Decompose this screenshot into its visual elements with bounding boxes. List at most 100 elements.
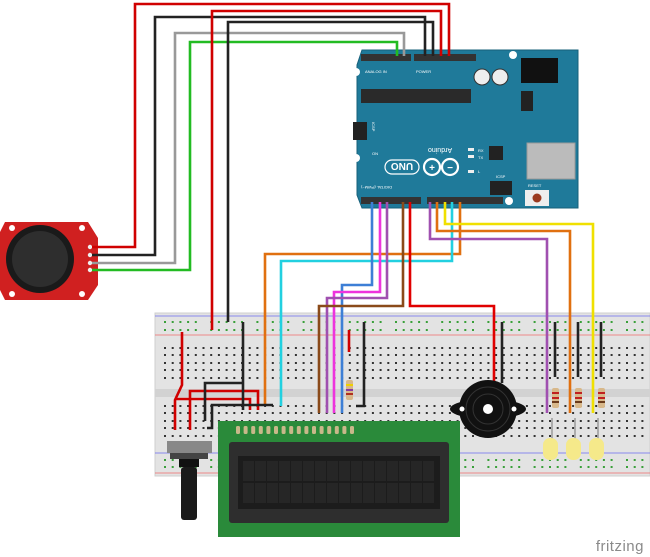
breadboard-hole xyxy=(194,405,197,407)
breadboard-hole xyxy=(456,347,459,349)
breadboard-hole xyxy=(487,377,490,379)
breadboard-hole xyxy=(525,369,528,371)
arduino-uno: ANALOG IN POWER ICSP ON RX TX L UNO + − … xyxy=(352,49,579,209)
breadboard-hole xyxy=(595,427,598,429)
breadboard-hole xyxy=(456,377,459,379)
digital-label: DIGITAL (PWM~) xyxy=(360,185,392,190)
breadboard-hole xyxy=(641,435,644,437)
breadboard-hole xyxy=(541,362,544,364)
breadboard-hole xyxy=(549,427,551,429)
breadboard-hole xyxy=(187,354,190,356)
breadboard-hole xyxy=(525,412,528,414)
lcd-cell xyxy=(387,461,398,481)
breadboard-hole xyxy=(602,354,605,356)
breadboard-hole xyxy=(549,329,551,331)
breadboard-hole xyxy=(402,362,405,364)
breadboard-hole xyxy=(194,321,197,323)
lcd-cell xyxy=(315,483,326,503)
breadboard-hole xyxy=(641,369,644,371)
breadboard-hole xyxy=(556,377,559,379)
breadboard-hole xyxy=(618,377,621,379)
breadboard-hole xyxy=(602,377,605,379)
breadboard-hole xyxy=(518,329,521,331)
breadboard-hole xyxy=(371,362,374,364)
breadboard-hole xyxy=(379,329,382,331)
wire-purple xyxy=(325,202,389,413)
breadboard-hole xyxy=(164,329,166,331)
breadboard-hole xyxy=(287,321,290,323)
breadboard-hole xyxy=(387,347,390,349)
breadboard-hole xyxy=(502,459,505,461)
breadboard-hole xyxy=(633,354,636,356)
breadboard-hole xyxy=(433,412,436,414)
breadboard-hole xyxy=(564,412,567,414)
breadboard-hole xyxy=(626,459,628,461)
wire-red xyxy=(92,2,451,249)
breadboard-hole xyxy=(287,369,290,371)
breadboard-hole xyxy=(626,362,628,364)
breadboard-hole xyxy=(564,377,567,379)
breadboard-hole xyxy=(418,369,421,371)
breadboard-hole xyxy=(633,459,636,461)
breadboard-hole xyxy=(448,354,451,356)
breadboard-hole xyxy=(233,369,236,371)
digital-header-high xyxy=(427,197,503,204)
lcd-pin xyxy=(236,426,240,434)
breadboard-hole xyxy=(410,354,413,356)
breadboard-hole xyxy=(294,362,297,364)
breadboard-hole xyxy=(164,435,166,437)
breadboard-hole xyxy=(187,435,190,437)
breadboard-hole xyxy=(595,412,598,414)
breadboard-hole xyxy=(425,347,428,349)
resistor xyxy=(346,380,353,400)
breadboard-hole xyxy=(256,329,259,331)
breadboard-hole xyxy=(610,354,613,356)
power-label: POWER xyxy=(416,69,431,74)
breadboard-hole xyxy=(287,405,290,407)
lcd-cell xyxy=(279,461,290,481)
breadboard-hole xyxy=(164,321,166,323)
on-label: ON xyxy=(372,151,378,156)
breadboard-hole xyxy=(502,362,505,364)
breadboard-hole xyxy=(564,321,567,323)
breadboard-hole xyxy=(395,362,397,364)
wire-yellow xyxy=(443,202,595,413)
breadboard-hole xyxy=(425,412,428,414)
breadboard-hole xyxy=(302,347,305,349)
lcd-pin xyxy=(334,426,339,434)
breadboard-hole xyxy=(448,329,451,331)
lcd-cell xyxy=(387,483,398,503)
wire-red xyxy=(188,389,260,430)
lcd-cell xyxy=(291,461,302,481)
breadboard-hole xyxy=(633,347,636,349)
breadboard-hole xyxy=(441,329,444,331)
breadboard-hole xyxy=(248,369,251,371)
breadboard-hole xyxy=(572,377,575,379)
breadboard-hole xyxy=(618,427,621,429)
breadboard-hole xyxy=(641,354,644,356)
breadboard-hole xyxy=(371,354,374,356)
breadboard-hole xyxy=(525,420,528,422)
breadboard-hole xyxy=(587,405,590,407)
lcd-cell xyxy=(339,483,350,503)
breadboard-hole xyxy=(202,405,205,407)
breadboard-hole xyxy=(171,354,174,356)
breadboard-hole xyxy=(348,354,351,356)
breadboard-hole xyxy=(171,412,174,414)
breadboard-hole xyxy=(433,405,436,407)
breadboard-hole xyxy=(171,321,174,323)
breadboard-hole xyxy=(294,354,297,356)
breadboard-hole xyxy=(387,362,390,364)
breadboard-hole xyxy=(602,369,605,371)
breadboard-hole xyxy=(379,347,382,349)
breadboard-hole xyxy=(187,347,190,349)
breadboard-hole xyxy=(602,420,605,422)
breadboard-hole xyxy=(572,369,575,371)
lcd-cell xyxy=(363,483,374,503)
breadboard-hole xyxy=(379,362,382,364)
breadboard-hole xyxy=(448,369,451,371)
breadboard-hole xyxy=(348,362,351,364)
breadboard-hole xyxy=(633,466,636,468)
breadboard-hole xyxy=(464,427,467,429)
breadboard-hole xyxy=(533,412,536,414)
